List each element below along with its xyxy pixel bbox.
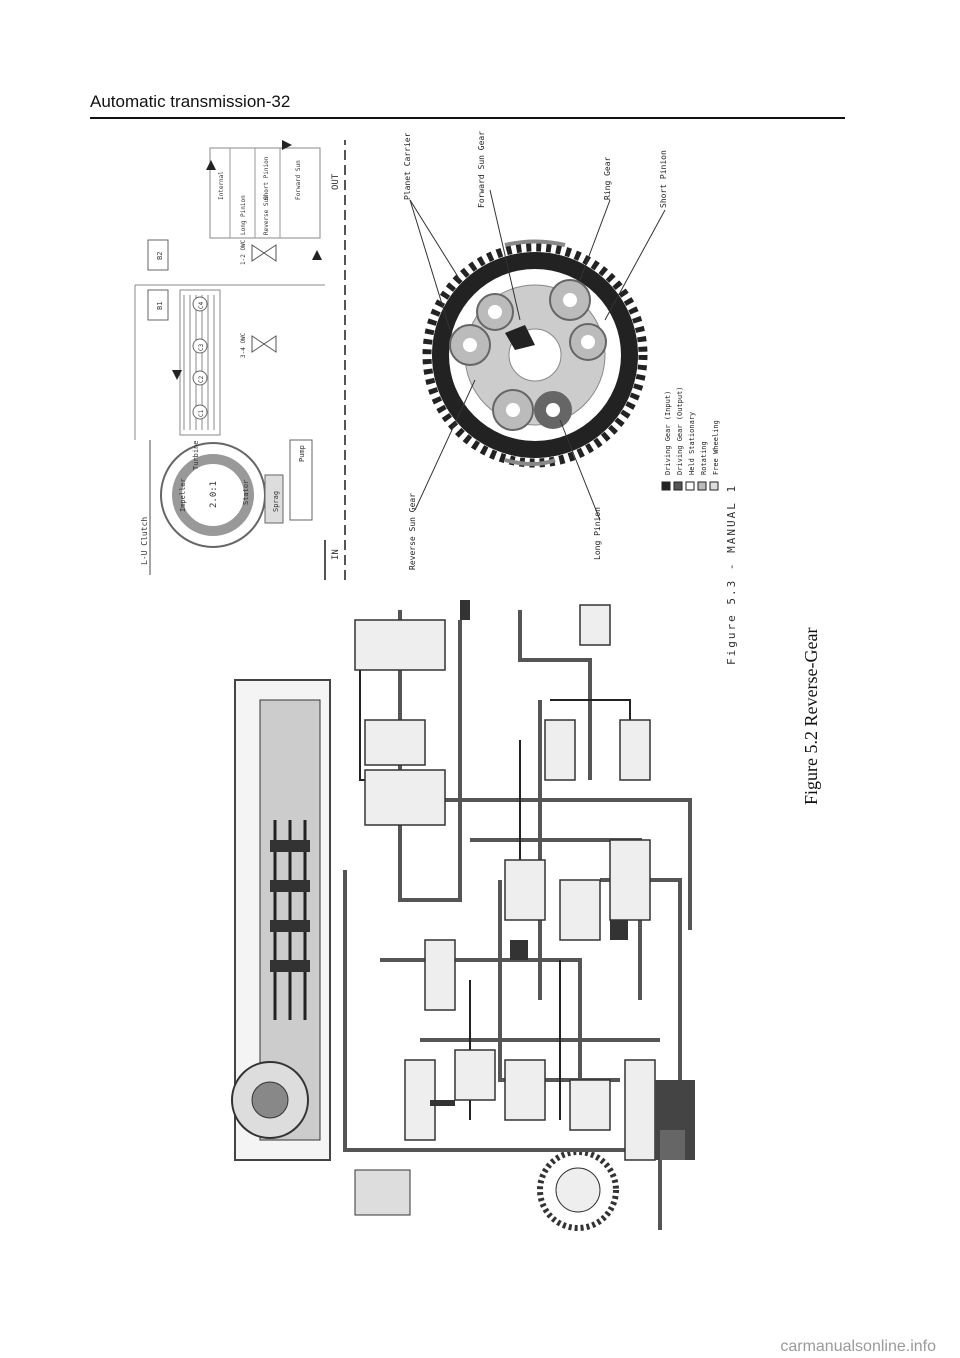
label-reverse-sun-gear: Reverse Sun Gear — [408, 493, 417, 570]
figure-caption: Figure 5.2 Reverse-Gear — [801, 628, 821, 805]
clutch-c2: C2 — [198, 375, 205, 383]
converter-ratio: 2.0:1 — [209, 481, 219, 508]
pump-label: Pump — [298, 445, 306, 462]
watermark: carmanualsonline.info — [780, 1338, 936, 1355]
header-rule — [90, 117, 845, 119]
reverse-sun-label: Reverse Sun — [263, 195, 270, 235]
hydraulic-circuit-diagram — [231, 600, 695, 1231]
owc-3-4: 3-4 OWC — [240, 332, 247, 358]
clutch-c1: C1 — [198, 409, 205, 417]
legend-rotating: Rotating — [700, 441, 708, 475]
legend-driving-input: Driving Gear (Input) — [664, 391, 672, 475]
clutch-c3: C3 — [198, 343, 205, 351]
sprag-label: Sprag — [272, 491, 280, 512]
power-flow-schematic: IN OUT L-U Clutch 2.0:1 Impeller Turbine… — [134, 140, 346, 580]
legend-driving-output: Driving Gear (Output) — [676, 386, 684, 475]
legend-free-wheeling: Free Wheeling — [712, 420, 720, 475]
label-ring-gear: Ring Gear — [603, 156, 612, 200]
forward-sun-label: Forward Sun — [295, 160, 302, 200]
inner-figure-caption: Figure 5.3 - MANUAL 1 — [725, 484, 738, 665]
in-label: IN — [331, 549, 341, 560]
internal-label: Internal — [218, 171, 225, 200]
long-pinion-label: Long Pinion — [240, 195, 247, 235]
page-header: Automatic transmission-32 — [90, 92, 291, 111]
turbine-label: Turbine — [192, 440, 200, 470]
legend-held: Held Stationary — [688, 412, 696, 475]
band-b1: B1 — [156, 302, 164, 310]
gear-legend: Driving Gear (Input) Driving Gear (Outpu… — [661, 386, 720, 491]
label-planet-carrier: Planet Carrier — [403, 132, 412, 200]
out-label: OUT — [331, 173, 341, 190]
stator-label: Stator — [242, 480, 250, 505]
label-long-pinion: Long Pinion — [593, 507, 602, 560]
gear-diagram: Planet Carrier Forward Sun Gear Ring Gea… — [403, 131, 738, 665]
owc-1-2: 1-2 OWC — [240, 239, 247, 265]
short-pinion-label: Short Pinion — [263, 156, 270, 200]
clutch-c4: C4 — [198, 301, 205, 309]
label-short-pinion: Short Pinion — [659, 150, 668, 208]
impeller-label: Impeller — [179, 478, 187, 512]
label-forward-sun-gear: Forward Sun Gear — [477, 131, 486, 208]
band-b2: B2 — [156, 252, 164, 260]
lu-clutch-label: L-U Clutch — [140, 517, 149, 565]
